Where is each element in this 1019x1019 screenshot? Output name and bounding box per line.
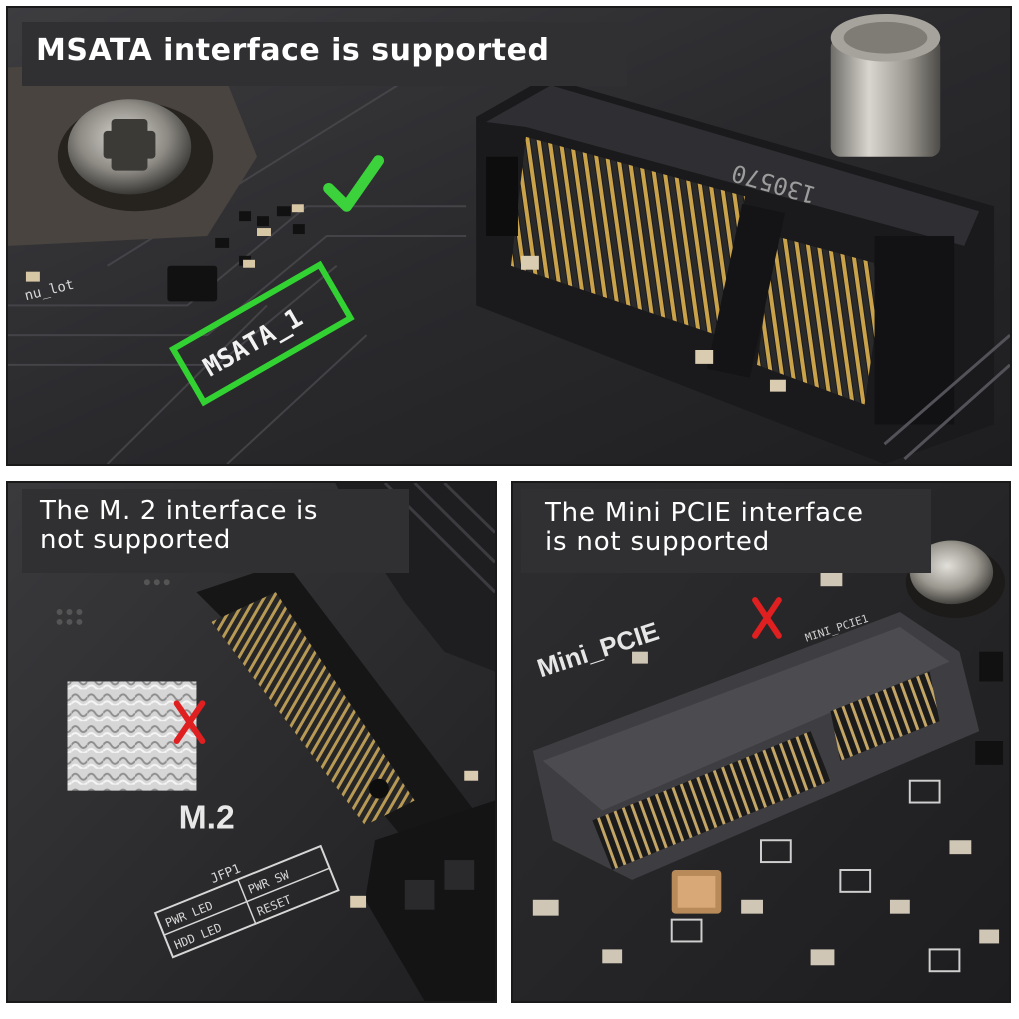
minipcie-caption-line2: is not supported: [545, 527, 771, 558]
msata-caption: MSATA interface is supported: [22, 22, 627, 86]
msata-panel: nu_lot MSATA_1 130570 MSATA inter: [6, 6, 1012, 466]
minipcie-caption: The Mini PCIE interface is not supported: [521, 489, 931, 573]
minipcie-panel: Mini_PCIE MINI_PCIE1 The: [511, 481, 1011, 1003]
m2-caption-line2: not supported: [40, 525, 231, 556]
m2-caption: The M. 2 interface is not supported: [22, 489, 409, 573]
minipcie-caption-line1: The Mini PCIE interface: [545, 498, 864, 528]
m2-caption-line1: The M. 2 interface is: [40, 496, 318, 526]
checkmark-icon: [323, 155, 384, 212]
m2-panel: M.2 JFP1 PWR LED PWR SW HDD LED RESET: [6, 481, 497, 1003]
board-label-m2: M.2: [179, 798, 235, 836]
msata-caption-text: MSATA interface is supported: [36, 33, 550, 68]
cross-icon: [752, 597, 782, 639]
cross-icon: [173, 700, 206, 744]
